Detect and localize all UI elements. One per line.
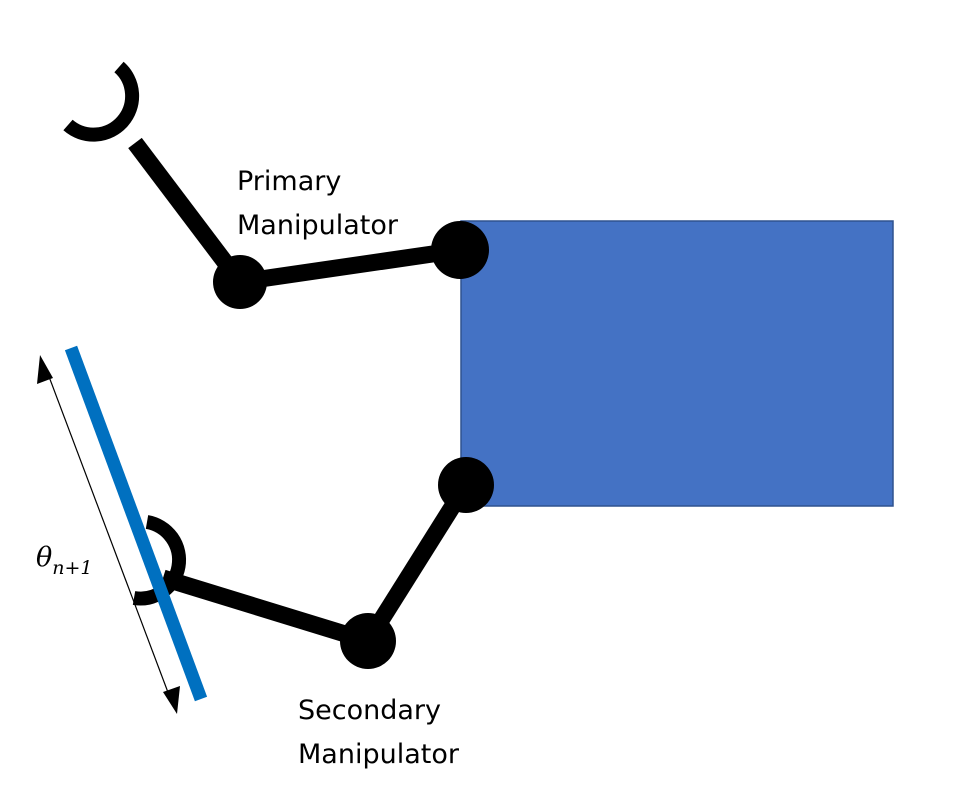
primary-label-line1: Primary (237, 166, 341, 197)
primary-label-line2: Manipulator (237, 210, 399, 241)
secondary-joint-elbow (340, 613, 396, 669)
arrowhead-bottom-icon (163, 686, 180, 714)
primary-joint-elbow (213, 255, 267, 309)
primary-gripper-icon (63, 61, 140, 142)
main-body-rect (460, 220, 894, 507)
secondary-gripper-icon (132, 515, 187, 606)
tool-bar (64, 345, 208, 702)
primary-link-lower (238, 241, 462, 291)
secondary-label-line2: Manipulator (298, 739, 460, 770)
secondary-link-lower (160, 569, 371, 650)
length-dimension-arrow (37, 355, 180, 714)
primary-manipulator (63, 61, 489, 309)
angle-subscript: n+1 (52, 557, 92, 579)
primary-joint-base (431, 221, 489, 279)
angle-label: θn+1 (36, 542, 93, 579)
secondary-label-line1: Secondary (298, 695, 441, 726)
arrowhead-top-icon (37, 355, 53, 384)
secondary-manipulator (132, 457, 494, 669)
secondary-joint-base (438, 457, 494, 513)
secondary-link-upper (360, 480, 474, 646)
primary-link-upper (128, 137, 247, 288)
angle-symbol: θ (36, 542, 52, 573)
